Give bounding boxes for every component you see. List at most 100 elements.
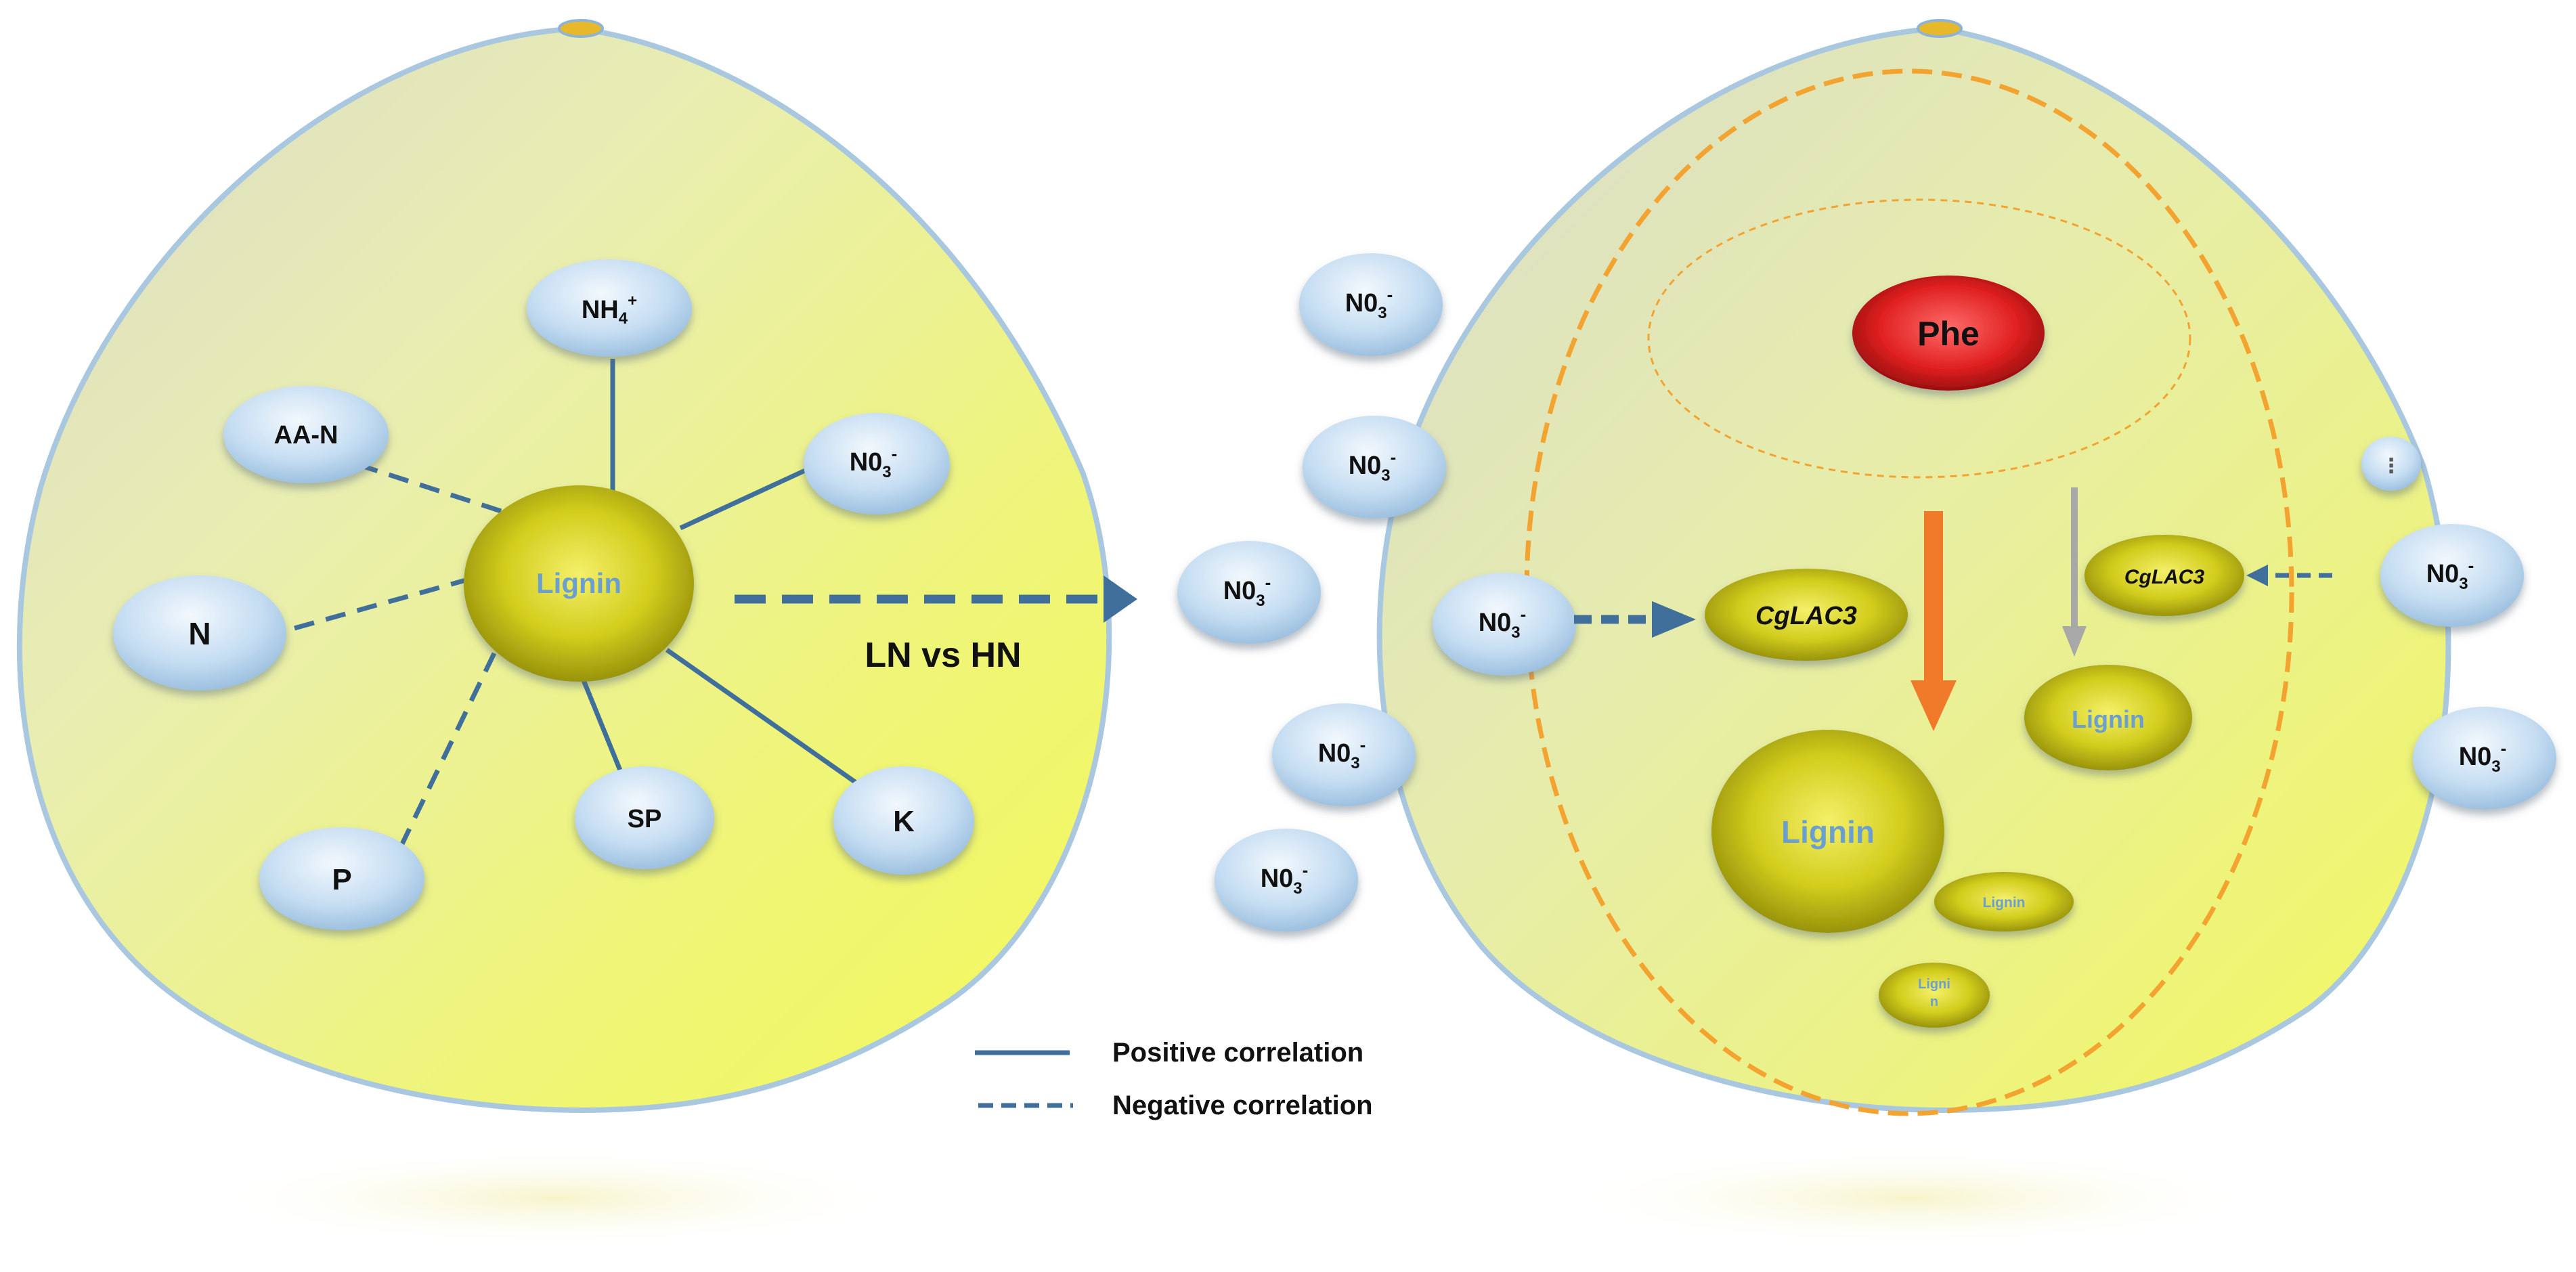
svg-text:N03-: N03- — [1349, 447, 1397, 485]
node-no3: N03- — [804, 413, 950, 514]
nitrate-2-sub: 3 — [1381, 466, 1390, 485]
grey-arrow-head — [2062, 626, 2087, 657]
nitrate-6-base: N0 — [1261, 864, 1294, 893]
nitrate-4: N03- — [1433, 573, 1576, 676]
svg-text:N03-: N03- — [1479, 604, 1527, 642]
nitrate-1-sup: - — [1387, 284, 1393, 305]
comparison-arrow — [735, 575, 1137, 623]
nitrate-3: N03- — [1177, 541, 1321, 644]
nitrate-4-sub: 3 — [1511, 623, 1520, 642]
orange-arrow — [1911, 511, 1957, 731]
nitrate-3-sup: - — [1265, 572, 1271, 592]
enzyme-right: CgLAC3 — [2084, 535, 2244, 616]
node-aan: AA-N — [223, 386, 389, 483]
nitrate-1: N03- — [1299, 253, 1443, 356]
phe-node: Phe — [1852, 276, 2045, 391]
legend-positive-label: Positive correlation — [1112, 1038, 1363, 1068]
node-no3-shape — [804, 413, 950, 514]
nitrate-3-shape — [1177, 541, 1321, 644]
lignin-medium-shape — [2024, 665, 2192, 770]
node-p: P — [259, 827, 424, 930]
nitrate-7: N03- — [2380, 524, 2524, 627]
node-k-label: K — [893, 805, 915, 838]
lignin-tiny-label-2: n — [1930, 994, 1938, 1009]
edge-n — [277, 576, 471, 636]
orange-arrow-shaft — [1924, 511, 1943, 684]
nitrate-8-sub: 3 — [2491, 758, 2500, 776]
nitrate-7-sup: - — [2468, 555, 2474, 575]
node-sp-shape — [575, 766, 714, 869]
phe-label: Phe — [1917, 315, 1980, 353]
lignin-large-label: Lignin — [1781, 814, 1875, 850]
nitrate-8-shape — [2413, 707, 2556, 810]
edge-no3 — [679, 464, 814, 531]
node-aan-label: AA-N — [274, 421, 339, 449]
nitrate-2-shape — [1303, 416, 1446, 519]
svg-text:NH4+: NH4+ — [582, 292, 637, 328]
nitrate-tiny-shape — [2361, 437, 2421, 491]
enzyme-right-label: CgLAC3 — [2124, 566, 2205, 588]
nitrate-8-base: N0 — [2459, 743, 2492, 771]
nitrate-5-sup: - — [1360, 734, 1366, 755]
nitrate-7-shape — [2380, 524, 2524, 627]
svg-text:N03-: N03- — [1318, 734, 1366, 772]
legend-negative-label: Negative correlation — [1112, 1091, 1373, 1120]
edge-aan — [364, 464, 502, 514]
lignin-large: Lignin — [1711, 730, 1944, 933]
grey-arrow — [2062, 487, 2087, 657]
nitrate-3-base: N0 — [1223, 577, 1257, 605]
right-ground-glow — [1557, 1147, 2261, 1249]
left-fruit-stem — [558, 19, 604, 38]
lignin-small: Lignin — [1934, 872, 2074, 931]
enzyme-left-label: CgLAC3 — [1755, 602, 1857, 630]
lignin-tiny-label-1: Ligni — [1918, 977, 1950, 992]
nitrate-7-sub: 3 — [2459, 575, 2468, 593]
nitrate-to-enzyme-right-arrow — [2246, 565, 2332, 586]
svg-text:N03-: N03- — [850, 443, 898, 481]
lignin-small-shape — [1934, 872, 2074, 931]
right-fruit — [1376, 19, 2451, 1116]
lignin-hub: Lignin — [464, 485, 694, 682]
nitrate-8-sup: - — [2501, 738, 2507, 758]
nitrate-1-base: N0 — [1345, 289, 1378, 317]
nitrate-6-sup: - — [1303, 860, 1309, 880]
enzyme-left-shape — [1705, 569, 1908, 661]
svg-text:N03-: N03- — [1261, 860, 1309, 898]
node-nh4-sub: 4 — [619, 309, 628, 328]
node-k: K — [833, 766, 974, 875]
grey-arrow-shaft — [2071, 487, 2078, 630]
right-fruit-body — [1376, 25, 2451, 1114]
nitrate-8: N03- — [2413, 707, 2556, 810]
node-k-shape — [833, 766, 974, 875]
svg-text:N03-: N03- — [1223, 572, 1271, 610]
node-nh4: NH4+ — [527, 259, 692, 357]
nitrate-tiny-label: ⋮ — [2381, 455, 2401, 477]
nitrate-1-shape — [1299, 253, 1443, 356]
node-nh4-shape — [527, 259, 692, 357]
nitrate-1-sub: 3 — [1378, 304, 1387, 322]
lignin-medium-label: Lignin — [2072, 705, 2145, 733]
nitrate-4-sup: - — [1521, 604, 1527, 624]
nitrate-to-enzyme-right-head — [2246, 565, 2268, 586]
node-no3-sub: 3 — [882, 463, 891, 481]
enzyme-right-shape — [2084, 535, 2244, 616]
cell-boundary — [1524, 68, 2294, 1116]
node-no3-base: N0 — [850, 448, 883, 477]
nitrate-3-sub: 3 — [1256, 592, 1265, 610]
lignin-tiny-shape — [1879, 963, 1990, 1028]
nucleus-boundary — [1647, 198, 2191, 479]
nitrate-6-shape — [1215, 829, 1358, 931]
nitrate-5-sub: 3 — [1351, 754, 1359, 772]
edge-p — [397, 652, 497, 851]
orange-arrow-head — [1911, 680, 1957, 731]
network-edges — [277, 359, 862, 851]
nitrate-4-base: N0 — [1479, 609, 1512, 637]
phe-node-shape — [1852, 276, 2045, 391]
enzyme-left: CgLAC3 — [1705, 569, 1908, 661]
nitrate-7-base: N0 — [2426, 560, 2460, 588]
node-p-label: P — [332, 863, 351, 896]
nitrate-to-enzyme-left-arrow — [1574, 601, 1696, 638]
node-sp: SP — [575, 766, 714, 869]
